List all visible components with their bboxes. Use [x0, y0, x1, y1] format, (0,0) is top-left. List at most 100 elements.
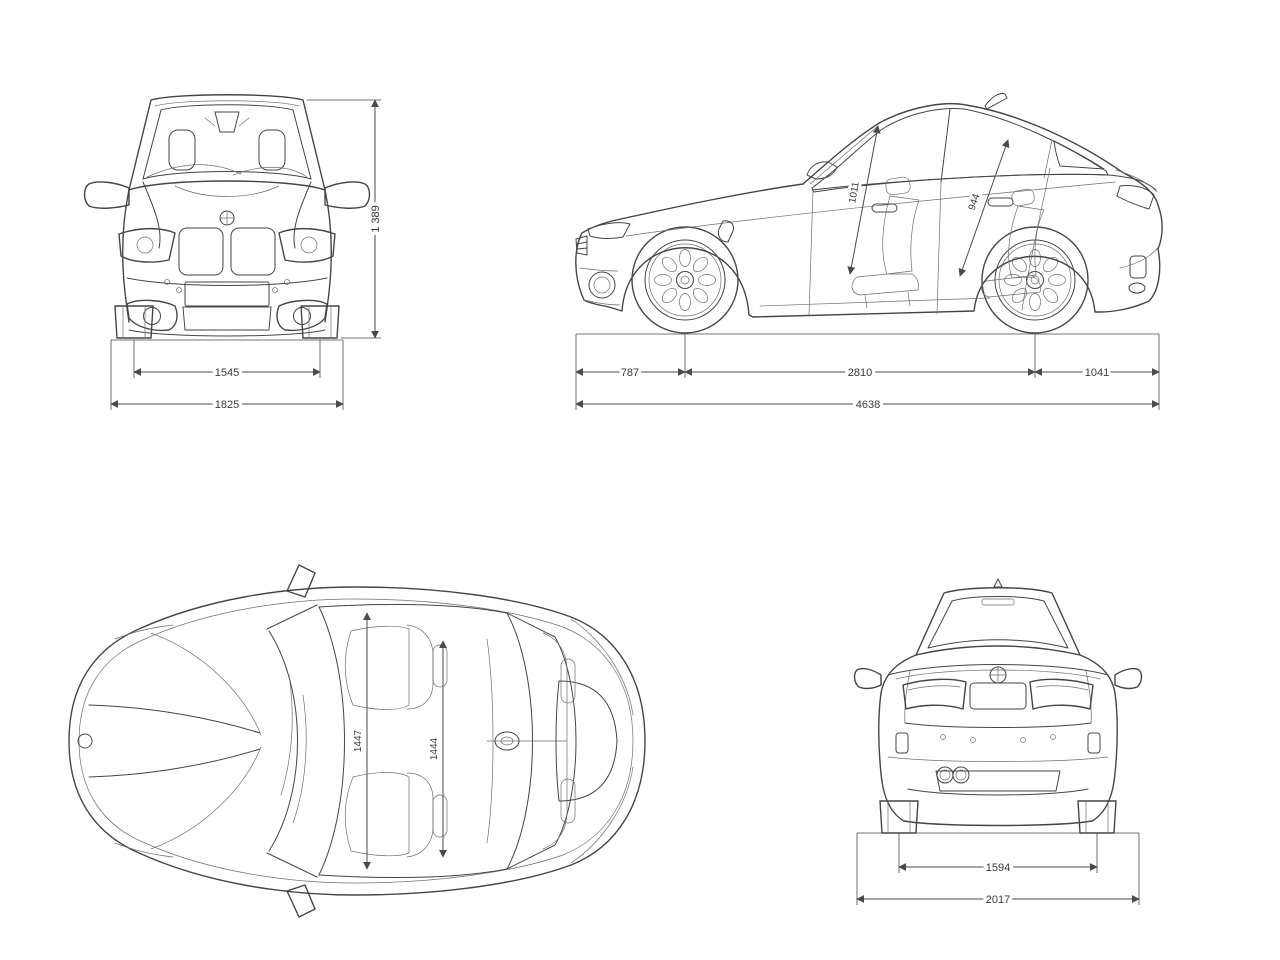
- character-line: [625, 181, 1116, 237]
- bumper-crease: [887, 756, 1109, 762]
- side-body-outline: [575, 102, 1163, 318]
- hood-vee-lines: [88, 704, 261, 778]
- tire-right: [300, 305, 340, 339]
- trunk-bottom-edge: [904, 722, 1092, 728]
- hood-crease-left: [142, 181, 161, 249]
- rear-dimensions: 1594 2017: [856, 832, 1140, 910]
- interior-mirror: [214, 111, 240, 133]
- front-roof-line: [154, 100, 300, 107]
- tire-left: [114, 305, 154, 339]
- exhaust-pipe-inner: [952, 766, 970, 784]
- dimension-label-overall-length: 4638: [856, 399, 880, 411]
- rear-window: [927, 596, 1069, 649]
- roof-side-rails: [318, 604, 508, 878]
- a-pillar-inner: [809, 125, 879, 185]
- rear-bench-top: [486, 632, 576, 850]
- trunk-cut-lines: [570, 618, 634, 864]
- dimension-label-wheelbase: 2810: [848, 367, 872, 379]
- dimension-label-overall-width-mirrors: 2017: [986, 894, 1010, 906]
- rear-reflector: [1129, 255, 1147, 279]
- front-seat: [851, 176, 920, 309]
- dimension-label-interior-width-rear: 1444: [429, 737, 440, 760]
- headlight-left-ring: [136, 236, 154, 254]
- mirror-top-right: [286, 884, 316, 918]
- front-air-duct-inner: [593, 276, 611, 294]
- exhaust-pipe-outer-inner: [939, 769, 951, 781]
- a-pillars-top: [266, 604, 318, 878]
- front-headrest-right: [258, 129, 286, 171]
- top-body-outline: [68, 586, 646, 896]
- roundel-cross: [219, 210, 235, 226]
- rear-wheel: [982, 227, 1088, 333]
- interior-mirror-detail: [204, 117, 250, 127]
- top-view: 1447 1444: [68, 564, 646, 918]
- side-windows: [811, 108, 1109, 193]
- reflector-left: [895, 732, 909, 754]
- headlight-edges: [114, 624, 174, 858]
- side-mirror: [806, 161, 838, 180]
- beltline: [811, 173, 1157, 191]
- license-plate: [184, 281, 270, 307]
- exhaust-pipe-inner-inner: [955, 769, 967, 781]
- mirror-left: [83, 181, 130, 209]
- park-sensor: [1020, 737, 1026, 743]
- antenna-fin: [984, 93, 1008, 110]
- rear-body-left: [878, 654, 917, 822]
- park-sensor: [272, 287, 278, 293]
- mirror-rear-left: [853, 667, 882, 690]
- side-headlight: [587, 222, 631, 240]
- antenna-fin-rear: [993, 578, 1003, 588]
- side-dimensions: 787 2810 1041 4638: [575, 333, 1160, 415]
- side-grille: [575, 235, 588, 256]
- rear-body-right: [1079, 654, 1118, 822]
- exhaust-pipe-outer: [936, 766, 954, 784]
- hood-crease-right: [293, 181, 312, 249]
- rear-tire-right-detail: [1085, 801, 1109, 833]
- fog-recess-left: [126, 299, 178, 332]
- bmw-roundel-top: [77, 733, 93, 749]
- rear-body-bottom: [903, 820, 1093, 827]
- park-sensor: [176, 287, 182, 293]
- front-windshield: [142, 104, 312, 180]
- mirror-rear-right: [1114, 667, 1143, 690]
- taillight: [1116, 185, 1155, 210]
- taillight-right-detail: [1035, 685, 1089, 691]
- rear-car-body: [853, 578, 1143, 834]
- mirror-top-left: [286, 564, 316, 598]
- roundel-cross-rear: [989, 666, 1007, 684]
- quarter-window: [1053, 140, 1105, 170]
- fog-recess-right: [276, 299, 328, 332]
- fender-vent: [717, 220, 734, 243]
- wipers-top: [280, 674, 307, 824]
- taillight-left: [902, 678, 967, 710]
- bumper-top-line: [126, 277, 328, 286]
- taillight-right: [1029, 678, 1094, 710]
- extension-lines: [110, 339, 344, 410]
- park-sensor: [164, 279, 170, 285]
- dimension-label-interior-width-front: 1447: [353, 729, 364, 752]
- bumper-lower-edge: [907, 788, 1089, 796]
- headlight-right: [278, 227, 336, 263]
- trunk-side-cuts: [904, 670, 1092, 724]
- dim-line-interior-height-rear: [958, 139, 1010, 277]
- body-side-right: [324, 189, 332, 323]
- dim-line-interior-height-front: [847, 125, 881, 275]
- door-handle-rear: [987, 197, 1014, 207]
- fuel-cap-detail: [494, 731, 520, 751]
- rear-tire-left-detail: [887, 801, 911, 833]
- b-pillar: [940, 108, 951, 183]
- side-car-body: 1011 944: [575, 93, 1163, 334]
- rear-seat: [981, 188, 1045, 298]
- park-sensor: [970, 737, 976, 743]
- dimension-label-front-track: 1545: [215, 367, 239, 379]
- c-pillars-top: [506, 612, 556, 870]
- front-car-body: [83, 94, 371, 339]
- license-plate-rear: [969, 682, 1027, 710]
- diffuser: [935, 770, 1061, 792]
- park-sensor: [284, 279, 290, 285]
- trunk-lines: [1115, 169, 1160, 269]
- headlight-left: [118, 227, 176, 263]
- top-car-body: 1447 1444: [68, 564, 646, 918]
- reflector-right: [1087, 732, 1101, 754]
- fender-cut-lines: [150, 632, 262, 850]
